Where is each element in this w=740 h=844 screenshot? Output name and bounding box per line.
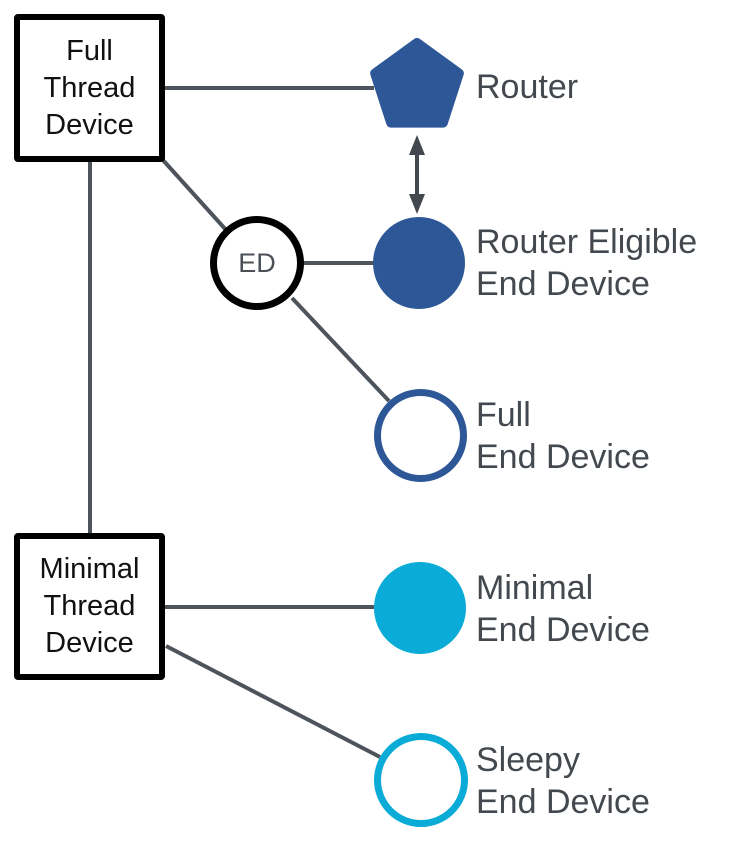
router-eligible-end-device-circle	[373, 217, 465, 309]
sleepy-end-device-label: Sleepy End Device	[476, 741, 650, 821]
full-thread-device-label: Full Thread Device	[43, 34, 136, 141]
minimal-thread-device-label: Minimal Thread Device	[39, 553, 140, 659]
minimal-end-device-circle	[374, 562, 466, 654]
router-label: Router	[476, 68, 579, 106]
router-eligible-end-device-label: Router Eligible End Device	[476, 223, 698, 303]
connector-ed-fed	[290, 296, 391, 403]
full-end-device-circle	[374, 389, 467, 482]
connector-ftd-ed	[160, 157, 229, 233]
router-pentagon-icon	[370, 38, 464, 128]
end-device-badge-label: ED	[238, 247, 276, 278]
minimal-end-device-label: Minimal End Device	[476, 569, 650, 649]
connector-mtd-sed	[165, 644, 381, 759]
full-thread-device-box: Full Thread Device	[14, 14, 165, 162]
end-device-badge: ED	[210, 216, 304, 310]
bidirectional-arrow-icon	[409, 135, 425, 214]
sleepy-end-device-circle	[374, 733, 468, 827]
minimal-thread-device-box: Minimal Thread Device	[14, 533, 165, 680]
full-end-device-label: Full End Device	[476, 396, 650, 476]
